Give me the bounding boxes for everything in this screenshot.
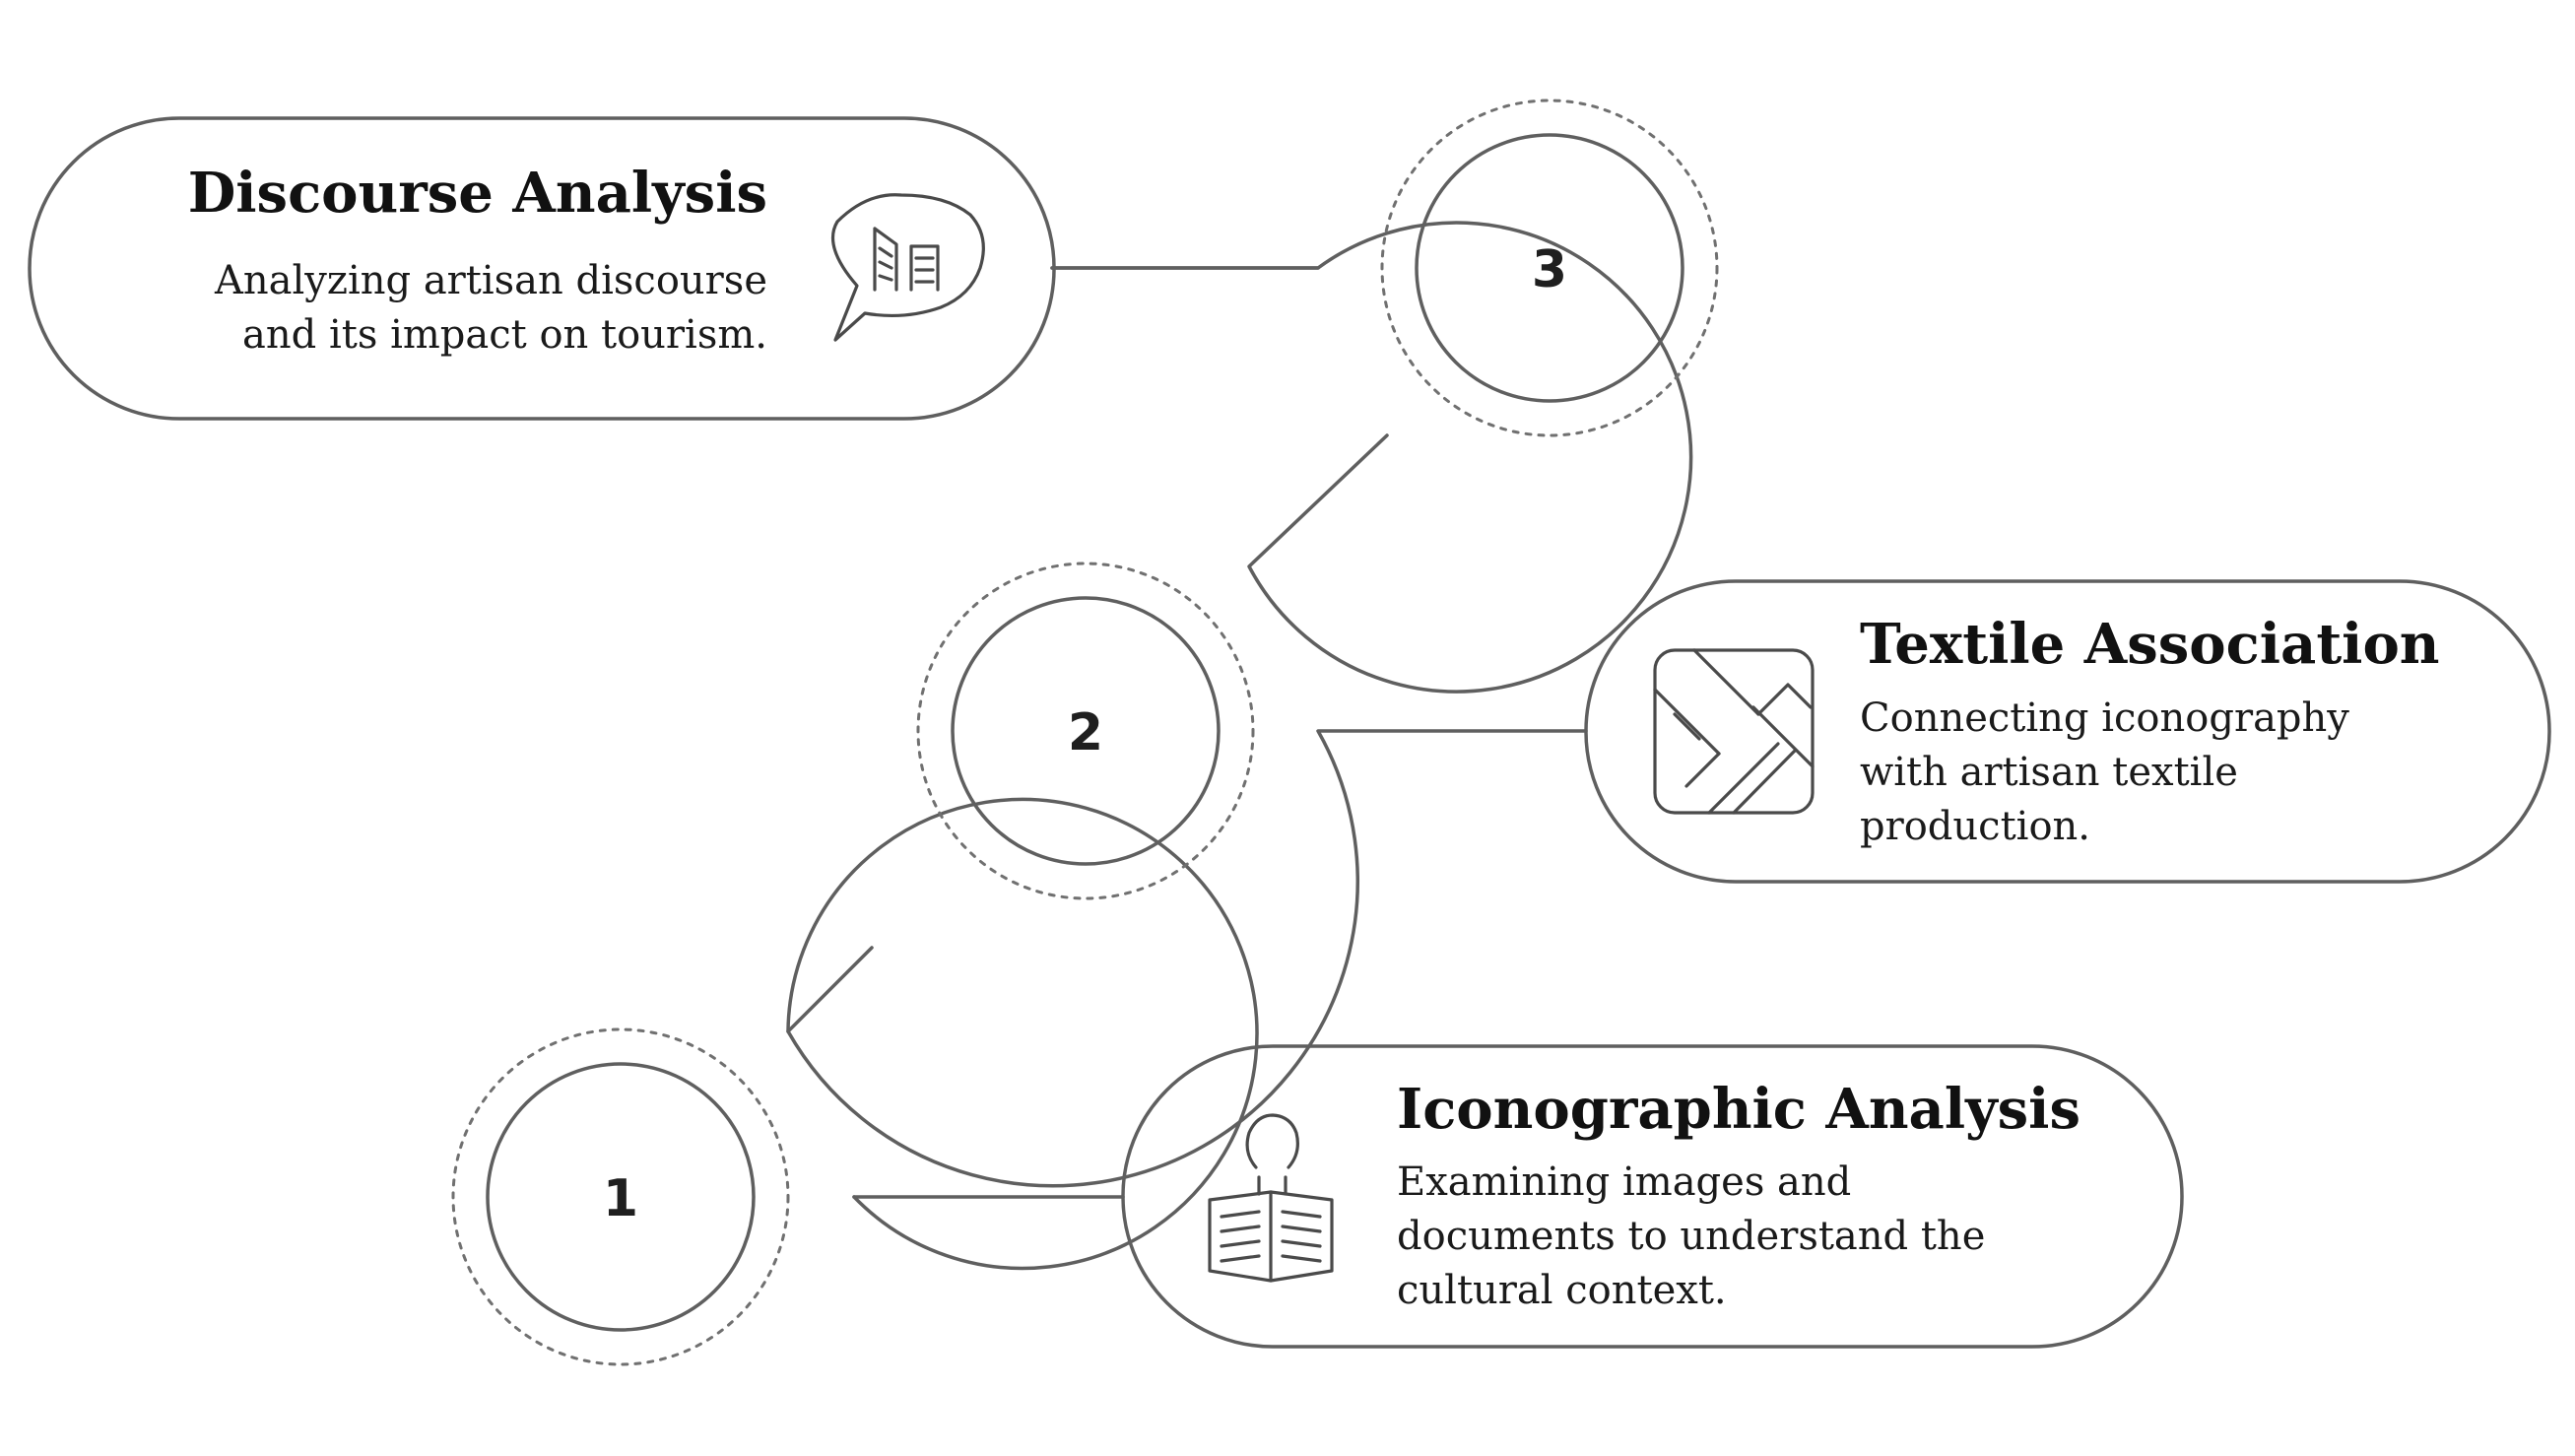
step-1-description-line: Examining images and — [1397, 1159, 1852, 1205]
step-2-dotted-ring — [916, 562, 1255, 900]
step-2-number: 2 — [1068, 703, 1103, 762]
step-3-description-line: Analyzing artisan discourse — [214, 258, 767, 303]
step-2-description-line: Connecting iconography — [1860, 695, 2349, 741]
step-1-title: Iconographic Analysis — [1397, 1077, 2080, 1142]
step-1-inner-circle — [486, 1062, 756, 1332]
step-1-description: Examining images and documents to unders… — [1397, 1156, 1985, 1318]
step-1-description-line: cultural context. — [1397, 1268, 1727, 1313]
step-3-ring — [1050, 221, 1693, 694]
step-1-number: 1 — [603, 1169, 638, 1228]
step-1-description-line: documents to understand the — [1397, 1214, 1986, 1259]
step-2-inner-circle — [951, 596, 1221, 866]
woven-pattern-icon — [1653, 648, 1815, 815]
step-2-ring — [786, 729, 1588, 1188]
step-1-dotted-ring — [451, 1027, 790, 1366]
step-3-inner-circle — [1415, 133, 1684, 403]
step-3-title: Discourse Analysis — [187, 161, 767, 226]
step-2-description: Connecting iconography with artisan text… — [1860, 692, 2349, 854]
step-3-description-line: and its impact on tourism. — [242, 312, 767, 358]
step-2-description-line: production. — [1860, 804, 2091, 849]
step-2-description-line: with artisan textile — [1860, 750, 2238, 795]
step-2-title: Textile Association — [1860, 612, 2440, 677]
step-3-dotted-ring — [1380, 99, 1719, 437]
step-3-number: 3 — [1532, 240, 1567, 299]
step-3-description: Analyzing artisan discourse and its impa… — [215, 254, 767, 363]
speech-bubble-icon — [830, 193, 985, 342]
step-1-outer-arc — [786, 797, 1259, 1271]
newspaper-reader-icon — [1208, 1113, 1334, 1283]
